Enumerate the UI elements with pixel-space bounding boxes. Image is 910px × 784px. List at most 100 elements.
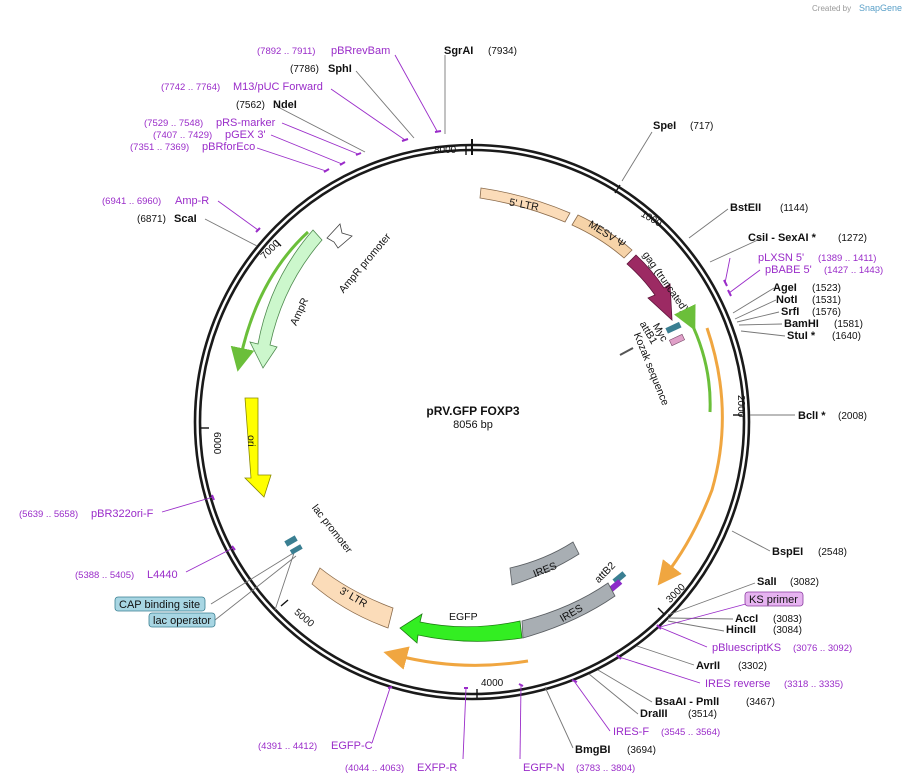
feature-ires-outer[interactable] — [521, 582, 616, 639]
enzyme-agei[interactable]: AgeI — [773, 282, 797, 294]
feature-cap-site[interactable] — [284, 535, 298, 547]
feature-ires-outer-label: IRES — [558, 602, 585, 625]
primer-pbr322ori-range: (5639 .. 5658) — [19, 509, 78, 520]
primer-ampr[interactable]: Amp-R — [175, 195, 209, 207]
primer-pgex3-range: (7407 .. 7429) — [153, 130, 212, 141]
ks-primer-label: KS primer — [749, 594, 798, 606]
enzyme-scai[interactable]: ScaI — [174, 213, 197, 225]
enzyme-sgrai[interactable]: SgrAI — [444, 45, 473, 57]
feature-lac-operator[interactable] — [289, 544, 303, 555]
tick-label: 4000 — [481, 678, 504, 689]
primer-leader-lines — [161, 54, 761, 760]
feature-attb2[interactable] — [608, 579, 623, 593]
plasmid-name: pRV.GFP FOXP3 — [426, 404, 519, 418]
feature-egfp-label: EGFP — [449, 611, 478, 623]
enzyme-avrii[interactable]: AvrII — [696, 660, 720, 672]
position-ticks — [200, 146, 742, 698]
primer-exfp-r[interactable]: EXFP-R — [417, 762, 457, 774]
enzyme-bspei[interactable]: BspEI — [772, 546, 803, 558]
primer-pbabe5-range: (1427 .. 1443) — [824, 265, 883, 276]
feature-egfp[interactable] — [399, 613, 523, 644]
enzyme-bamhi-pos: (1581) — [834, 319, 863, 330]
snapgene-logo: SnapGene — [859, 3, 902, 13]
feature-myc[interactable] — [665, 321, 682, 334]
enzyme-draiii[interactable]: DraIII — [640, 708, 668, 720]
enzyme-bmgbi[interactable]: BmgBI — [575, 744, 610, 756]
cap-binding-site-box[interactable] — [114, 596, 206, 612]
feature-ampr-promoter[interactable] — [326, 223, 353, 249]
enzyme-noti[interactable]: NotI — [776, 294, 797, 306]
enzyme-sphi[interactable]: SphI — [328, 63, 352, 75]
primer-pbabe5[interactable]: pBABE 5' — [765, 264, 812, 276]
feature-lac-promoter-label: lac promoter — [309, 502, 355, 556]
feature-kozak[interactable] — [619, 347, 634, 356]
primer-ires-reverse-range: (3318 .. 3335) — [784, 679, 843, 690]
enzyme-draiii-pos: (3514) — [688, 709, 717, 720]
enzyme-sali[interactable]: SalI — [757, 576, 777, 588]
enzyme-ndei[interactable]: NdeI — [273, 99, 297, 111]
feature-attb1[interactable] — [668, 333, 686, 347]
primer-pgex3[interactable]: pGEX 3' — [225, 129, 266, 141]
primer-pbluescriptks-range: (3076 .. 3092) — [793, 643, 852, 654]
enzyme-spei[interactable]: SpeI — [653, 120, 676, 132]
enzyme-avrii-pos: (3302) — [738, 661, 767, 672]
orf-arrow-bottom-orange — [383, 646, 529, 670]
enzyme-noti-pos: (1531) — [812, 295, 841, 306]
enzyme-bcli[interactable]: BclI * — [798, 410, 826, 422]
orf-arrow-right-orange — [657, 327, 724, 586]
primer-l4440[interactable]: L4440 — [147, 569, 178, 581]
primer-plxsn5-range: (1389 .. 1411) — [818, 253, 876, 264]
enzyme-srfi[interactable]: SrfI — [781, 306, 799, 318]
feature-ampr-label: AmpR — [288, 296, 311, 328]
feature-ires-inner[interactable] — [509, 541, 580, 586]
primer-pbrforeco[interactable]: pBRforEco — [202, 141, 255, 153]
lac-operator-label: lac operator — [153, 615, 211, 627]
feature-attb2-label: attB2 — [592, 560, 618, 586]
enzyme-bsaai-pos: (3467) — [746, 697, 775, 708]
lac-operator-box[interactable] — [148, 612, 216, 628]
feature-gag-truncated[interactable] — [626, 254, 673, 321]
primer-m13puc[interactable]: M13/pUC Forward — [233, 81, 323, 93]
enzyme-bsteii[interactable]: BstEII — [730, 202, 761, 214]
enzyme-csii-pos: (1272) — [838, 233, 867, 244]
primer-m13puc-range: (7742 .. 7764) — [161, 82, 220, 93]
feature-5ltr[interactable] — [479, 187, 571, 223]
credit-prefix: Created by — [812, 4, 851, 13]
feature-3ltr[interactable] — [311, 567, 394, 629]
primer-plxsn5[interactable]: pLXSN 5' — [758, 252, 804, 264]
primer-pbluescriptks[interactable]: pBluescriptKS — [712, 642, 781, 654]
feature-mesv-psi[interactable] — [571, 214, 633, 259]
primer-egfp-c[interactable]: EGFP-C — [331, 740, 373, 752]
plasmid-size: 8056 bp — [453, 419, 493, 431]
enzyme-bamhi[interactable]: BamHI — [784, 318, 819, 330]
enzyme-acci-pos: (3083) — [773, 614, 802, 625]
enzyme-stui[interactable]: StuI * — [787, 330, 816, 342]
enzyme-srfi-pos: (1576) — [812, 307, 841, 318]
primer-ampr-range: (6941 .. 6960) — [102, 196, 161, 207]
enzyme-sphi-pos: (7786) — [290, 64, 319, 75]
primer-pbr322ori[interactable]: pBR322ori-F — [91, 508, 154, 520]
tick-label: 5000 — [292, 607, 316, 630]
primer-egfp-n[interactable]: EGFP-N — [523, 762, 565, 774]
ks-primer-box[interactable] — [744, 591, 804, 607]
enzyme-hincii[interactable]: HincII — [726, 624, 756, 636]
primer-pbrforeco-range: (7351 .. 7369) — [130, 142, 189, 153]
feature-ori[interactable] — [244, 397, 272, 498]
tick-label: 2000 — [735, 395, 746, 418]
enzyme-bspei-pos: (2548) — [818, 547, 847, 558]
enzyme-bsaai-pmli[interactable]: BsaAI - PmlI — [655, 696, 719, 708]
primer-pbrrevbam[interactable]: pBRrevBam — [331, 45, 390, 57]
feature-attb2-myc[interactable] — [612, 571, 627, 585]
tick-label: 8000 — [434, 145, 457, 156]
primer-ires-f[interactable]: IRES-F — [613, 726, 649, 738]
primer-ires-reverse[interactable]: IRES reverse — [705, 678, 770, 690]
enzyme-csii-sexai[interactable]: CsiI - SexAI * — [748, 232, 817, 244]
feature-ampr[interactable] — [249, 229, 323, 369]
enzyme-stui-pos: (1640) — [832, 331, 861, 342]
primer-prsmarker[interactable]: pRS-marker — [216, 117, 276, 129]
primer-prsmarker-range: (7529 .. 7548) — [144, 118, 203, 129]
tick-label: 6000 — [211, 432, 222, 455]
enzyme-sali-pos: (3082) — [790, 577, 819, 588]
enzyme-acci[interactable]: AccI — [735, 613, 758, 625]
